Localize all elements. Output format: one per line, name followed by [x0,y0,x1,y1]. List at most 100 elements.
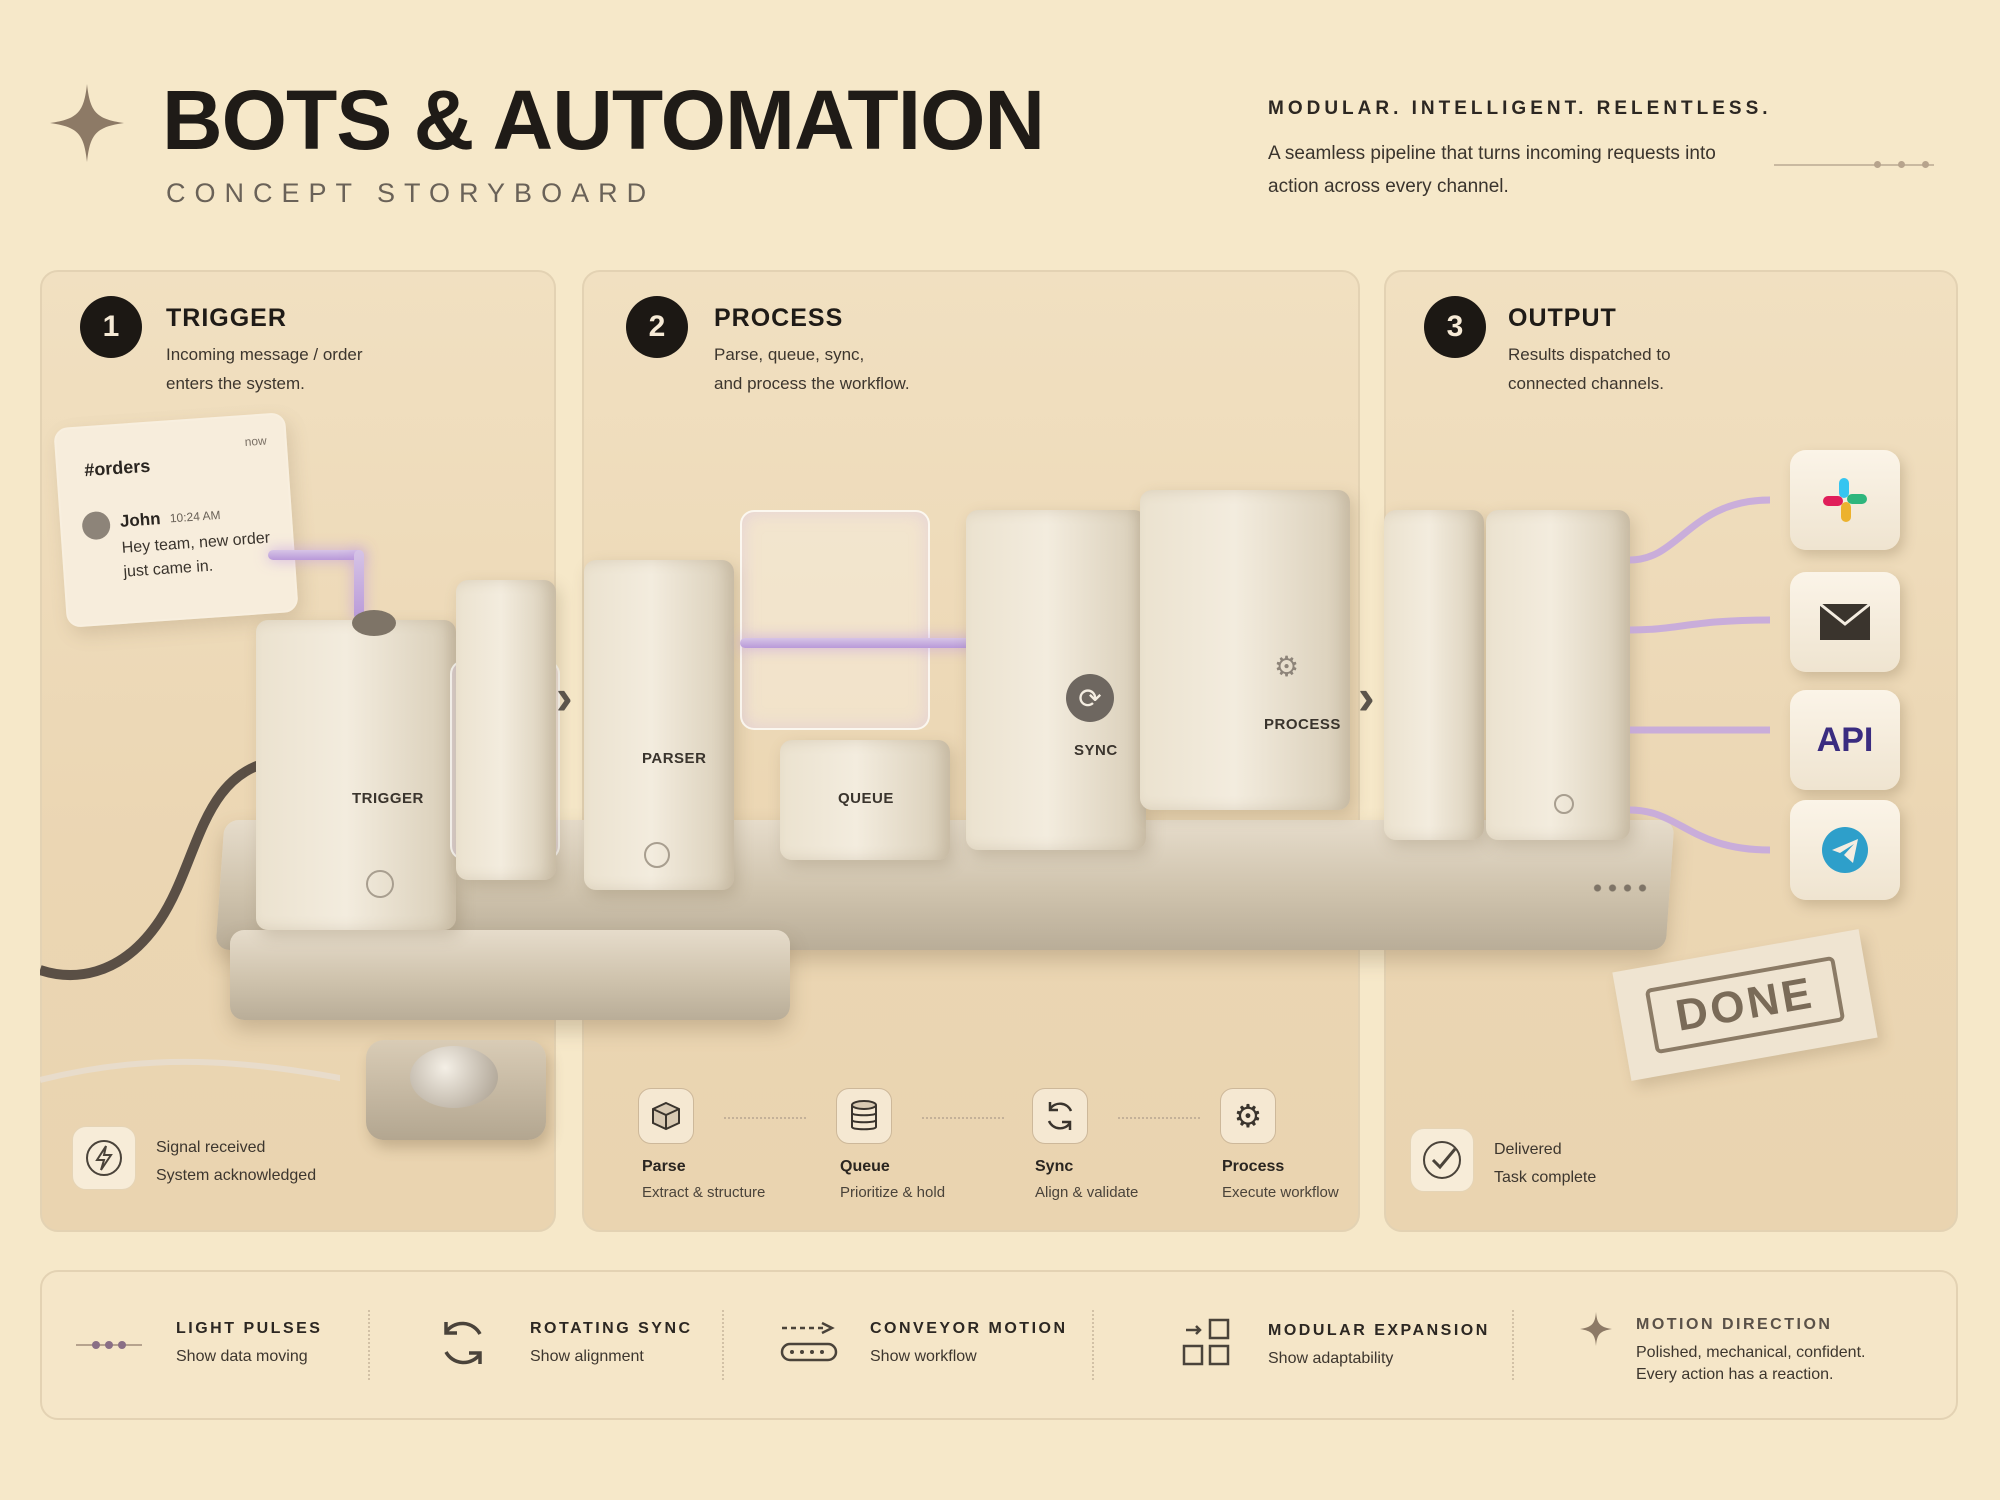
step-desc-trigger-1: Incoming message / order [166,345,363,364]
process-step-label-sync: Sync [1035,1158,1074,1175]
api-icon-label: API [1816,720,1874,759]
process-step-sub-process: Execute workflow [1222,1184,1339,1201]
step-connector [922,1117,1004,1119]
power-button-icon [1554,794,1574,814]
page-title: BOTS & AUTOMATION [162,73,1045,167]
trigger-button-cap [352,610,396,636]
power-button-icon [366,870,394,898]
step-number-3: 3 [1424,296,1486,358]
status-leds [1590,884,1650,892]
database-icon [851,1100,877,1131]
machine-label-trigger: TRIGGER [352,790,424,807]
process-step-icon-box: ⚙ [1220,1088,1276,1144]
light-pulse-icon [76,1341,142,1349]
queue-step-icon-box [836,1088,892,1144]
check-icon [1423,1141,1461,1179]
header-decor-dot [1922,161,1929,168]
panel-3-footer-icon-box [1410,1128,1474,1192]
sparkle-icon [1580,1312,1612,1346]
parse-step-icon-box [638,1088,694,1144]
power-button-icon [644,842,670,868]
header-decor-dot [1898,161,1905,168]
sync-icon [1047,1102,1073,1130]
step-connector [1118,1117,1200,1119]
mail-icon [1790,572,1900,672]
panel-1-footer-icon-box [72,1126,136,1190]
step-number-2: 2 [626,296,688,358]
step-title-trigger: TRIGGER [166,304,287,332]
glow-pipe [354,550,364,620]
conveyor-icon [780,1321,838,1362]
sparkle-logo-icon [50,84,124,162]
process-step-label-queue: Queue [840,1158,890,1175]
legend-head-modular-expansion: MODULAR EXPANSION [1268,1322,1490,1339]
step-title-process: PROCESS [714,304,844,332]
api-icon: API [1790,690,1900,790]
chat-timestamp: 10:24 AM [169,507,221,526]
chat-channel: #orders [83,455,151,481]
glow-pipe [268,550,364,560]
legend-sub-conveyor-motion: Show workflow [870,1348,977,1365]
page-subtitle: CONCEPT STORYBOARD [166,178,656,208]
power-cable [40,755,340,1083]
footer-output-1: Delivered [1494,1141,1562,1158]
parser-machine: PARSER [584,560,734,890]
chat-time-badge: now [244,433,268,449]
legend-separator [368,1310,370,1380]
output-machine-a [1384,510,1484,840]
step-number-1: 1 [80,296,142,358]
output-routing-pipes [1630,496,1771,854]
machine-label-sync: SYNC [1074,742,1118,759]
legend-sub-modular-expansion: Show adaptability [1268,1350,1394,1367]
legend-sub-rotating-sync: Show alignment [530,1348,644,1365]
step-desc-process-1: Parse, queue, sync, [714,345,865,364]
legend-head-conveyor-motion: CONVEYOR MOTION [870,1320,1068,1337]
telegram-icon [1790,800,1900,900]
legend-bar [40,1270,1958,1420]
legend-head-rotating-sync: ROTATING SYNC [530,1320,693,1337]
tagline-body: A seamless pipeline that turns incoming … [1268,143,1716,197]
foot-pedal-knob [410,1046,498,1108]
legend-separator [1092,1310,1094,1380]
queue-glass-case [740,510,930,730]
legend-sub-light-pulses: Show data moving [176,1348,308,1365]
step-desc-output-2: connected channels. [1508,374,1664,393]
trigger-machine: TRIGGER [256,610,456,930]
legend-separator [1512,1310,1514,1380]
footer-trigger-1: Signal received [156,1139,266,1156]
header-decor-line [1774,164,1934,166]
legend-sub-motion-direction-2: Every action has a reaction. [1636,1366,1834,1383]
step-desc-trigger-2: enters the system. [166,374,305,393]
modular-icon [1182,1318,1230,1366]
legend-separator [722,1310,724,1380]
process-machine: ⚙ PROCESS [1140,490,1350,810]
output-machine-b [1486,510,1630,840]
chevron-right-icon: › [556,669,573,725]
process-step-sub-parse: Extract & structure [642,1184,766,1201]
step-connector [724,1117,806,1119]
box-icon [652,1101,680,1131]
avatar [81,510,112,541]
sync-step-icon-box [1032,1088,1088,1144]
gear-icon: ⚙ [1233,1098,1263,1134]
chat-message-1: Hey team, new order [121,529,271,557]
process-step-sub-sync: Align & validate [1035,1184,1139,1201]
process-step-sub-queue: Prioritize & hold [840,1184,946,1201]
legend-head-light-pulses: LIGHT PULSES [176,1320,323,1337]
tagline-heading: MODULAR. INTELLIGENT. RELENTLESS. [1268,98,1772,119]
step-desc-process-2: and process the workflow. [714,374,910,393]
chat-message-2: just came in. [122,557,214,581]
conveyor-base-lower [230,930,790,1020]
foot-pedal [366,1040,546,1140]
sync-machine: ⟳ SYNC [966,510,1146,850]
legend-head-motion-direction: MOTION DIRECTION [1636,1316,1833,1333]
connector-machine [456,580,556,880]
step-title-output: OUTPUT [1508,304,1617,332]
done-stamp-text: DONE [1645,955,1845,1055]
machine-label-queue: QUEUE [838,790,894,807]
lightning-icon [86,1140,122,1176]
rotating-sync-icon [444,1321,482,1365]
footer-trigger-2: System acknowledged [156,1167,317,1184]
queue-machine: QUEUE [780,740,950,860]
machine-label-process: PROCESS [1264,716,1341,733]
